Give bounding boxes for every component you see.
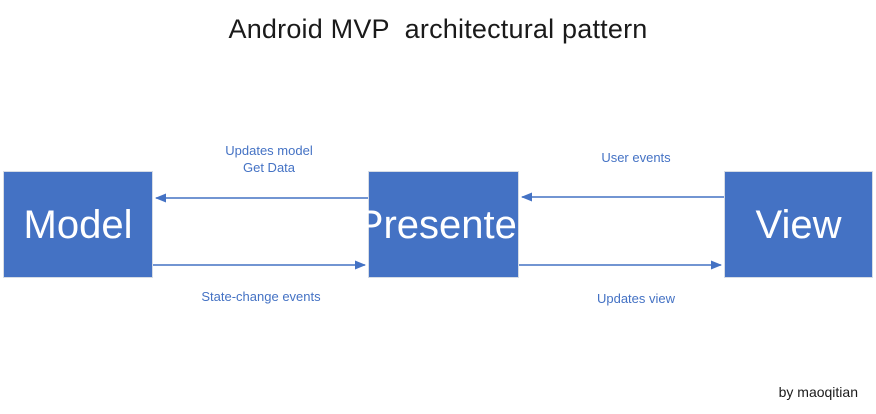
author-credit: by maoqitian [778, 384, 858, 400]
node-presenter-label: Presenter [356, 202, 531, 247]
node-presenter[interactable]: Presenter [357, 171, 530, 278]
node-model[interactable]: Model [3, 171, 153, 278]
edge-label-line-2: Get Data [242, 160, 296, 175]
page-title: Android MVP architectural pattern [228, 14, 648, 44]
edge-label-view-to-presenter: User events [546, 149, 726, 166]
node-view[interactable]: View [724, 171, 873, 278]
edge-label-model-to-presenter: State-change events [172, 288, 350, 305]
edge-label-line-1: State-change events [201, 289, 321, 304]
node-model-label: Model [23, 202, 133, 247]
edge-label-line-1: User events [601, 150, 671, 165]
edge-label-line-1: Updates model [225, 143, 313, 158]
node-view-label: View [755, 202, 842, 247]
edge-label-presenter-to-model: Updates model Get Data [180, 142, 358, 176]
edge-label-line-1: Updates view [596, 291, 676, 306]
edge-label-presenter-to-view: Updates view [546, 290, 726, 307]
